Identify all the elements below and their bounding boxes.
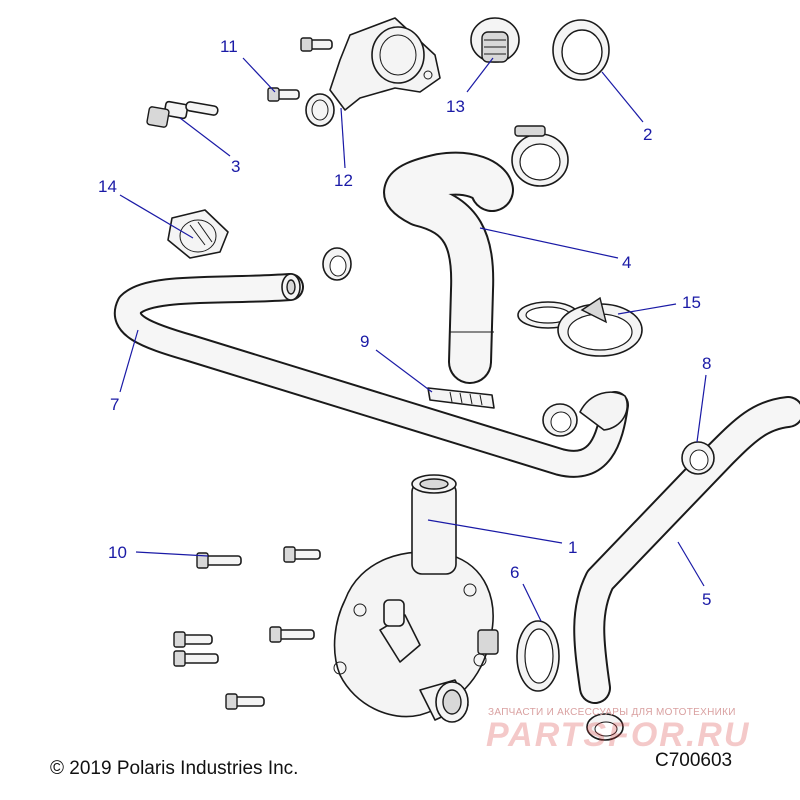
thermostat-part-13[interactable]	[470, 17, 520, 63]
callout-9: 9	[360, 332, 369, 351]
seal-ring-part-2[interactable]	[552, 19, 610, 81]
leader-8	[696, 374, 707, 443]
leader-15	[617, 303, 677, 315]
leader-10	[135, 551, 209, 557]
hose-part-5[interactable]	[573, 396, 800, 704]
leader-2	[601, 71, 644, 123]
callout-15: 15	[682, 293, 701, 312]
worm-clamp-top[interactable]	[511, 125, 569, 187]
hose-clamp-part-15[interactable]	[517, 296, 643, 357]
leader-9	[375, 349, 433, 393]
leader-13	[466, 57, 494, 93]
callout-14: 14	[98, 177, 117, 196]
leader-12	[340, 107, 346, 169]
drawing-number: C700603	[655, 750, 733, 771]
leader-1	[427, 519, 563, 544]
callout-5: 5	[702, 590, 711, 609]
worm-clamp-part-9[interactable]	[427, 387, 495, 409]
callout-10: 10	[108, 543, 127, 562]
hose-part-7[interactable]	[114, 273, 629, 478]
callout-2: 2	[643, 125, 652, 144]
hose-clamp-part-14[interactable]	[167, 209, 229, 259]
o-ring-part-6[interactable]	[516, 620, 560, 692]
water-pump-part-1[interactable]	[333, 474, 499, 723]
callout-3: 3	[231, 157, 240, 176]
bolt-part-10[interactable]	[173, 546, 321, 710]
leader-7	[119, 329, 139, 393]
callout-13: 13	[446, 97, 465, 116]
callout-labels: 1 2 3 4 5 6 7 8 9 10 11 12 13 14 15	[98, 37, 711, 609]
thermostat-housing-part-12[interactable]	[305, 17, 441, 127]
callout-11: 11	[220, 37, 238, 56]
copyright-notice: © 2019 Polaris Industries Inc.	[50, 758, 299, 779]
callout-7: 7	[110, 395, 119, 414]
leader-11	[242, 57, 276, 93]
leader-5	[677, 541, 705, 587]
callout-leaders	[119, 57, 707, 622]
temperature-sensor-part-3[interactable]	[146, 100, 219, 128]
hose-part-4[interactable]	[383, 151, 514, 384]
watermark-logo: PARTSFOR.RU	[486, 716, 751, 754]
callout-6: 6	[510, 563, 519, 582]
callout-1: 1	[568, 538, 577, 557]
callout-4: 4	[622, 253, 631, 272]
callout-8: 8	[702, 354, 711, 373]
leader-3	[179, 117, 231, 157]
watermark-tagline: ЗАПЧАСТИ И АКСЕССУАРЫ ДЛЯ МОТОТЕХНИКИ	[488, 707, 736, 718]
leader-14	[119, 194, 194, 239]
leader-4	[479, 227, 619, 259]
clamp-part-8[interactable]	[681, 441, 715, 475]
leader-6	[522, 583, 542, 622]
bolt-part-11[interactable]	[267, 37, 333, 102]
small-clamp-bottom[interactable]	[586, 713, 624, 741]
small-clamp[interactable]	[322, 247, 578, 437]
hose-end-fitting[interactable]	[579, 391, 629, 431]
callout-12: 12	[334, 171, 353, 190]
